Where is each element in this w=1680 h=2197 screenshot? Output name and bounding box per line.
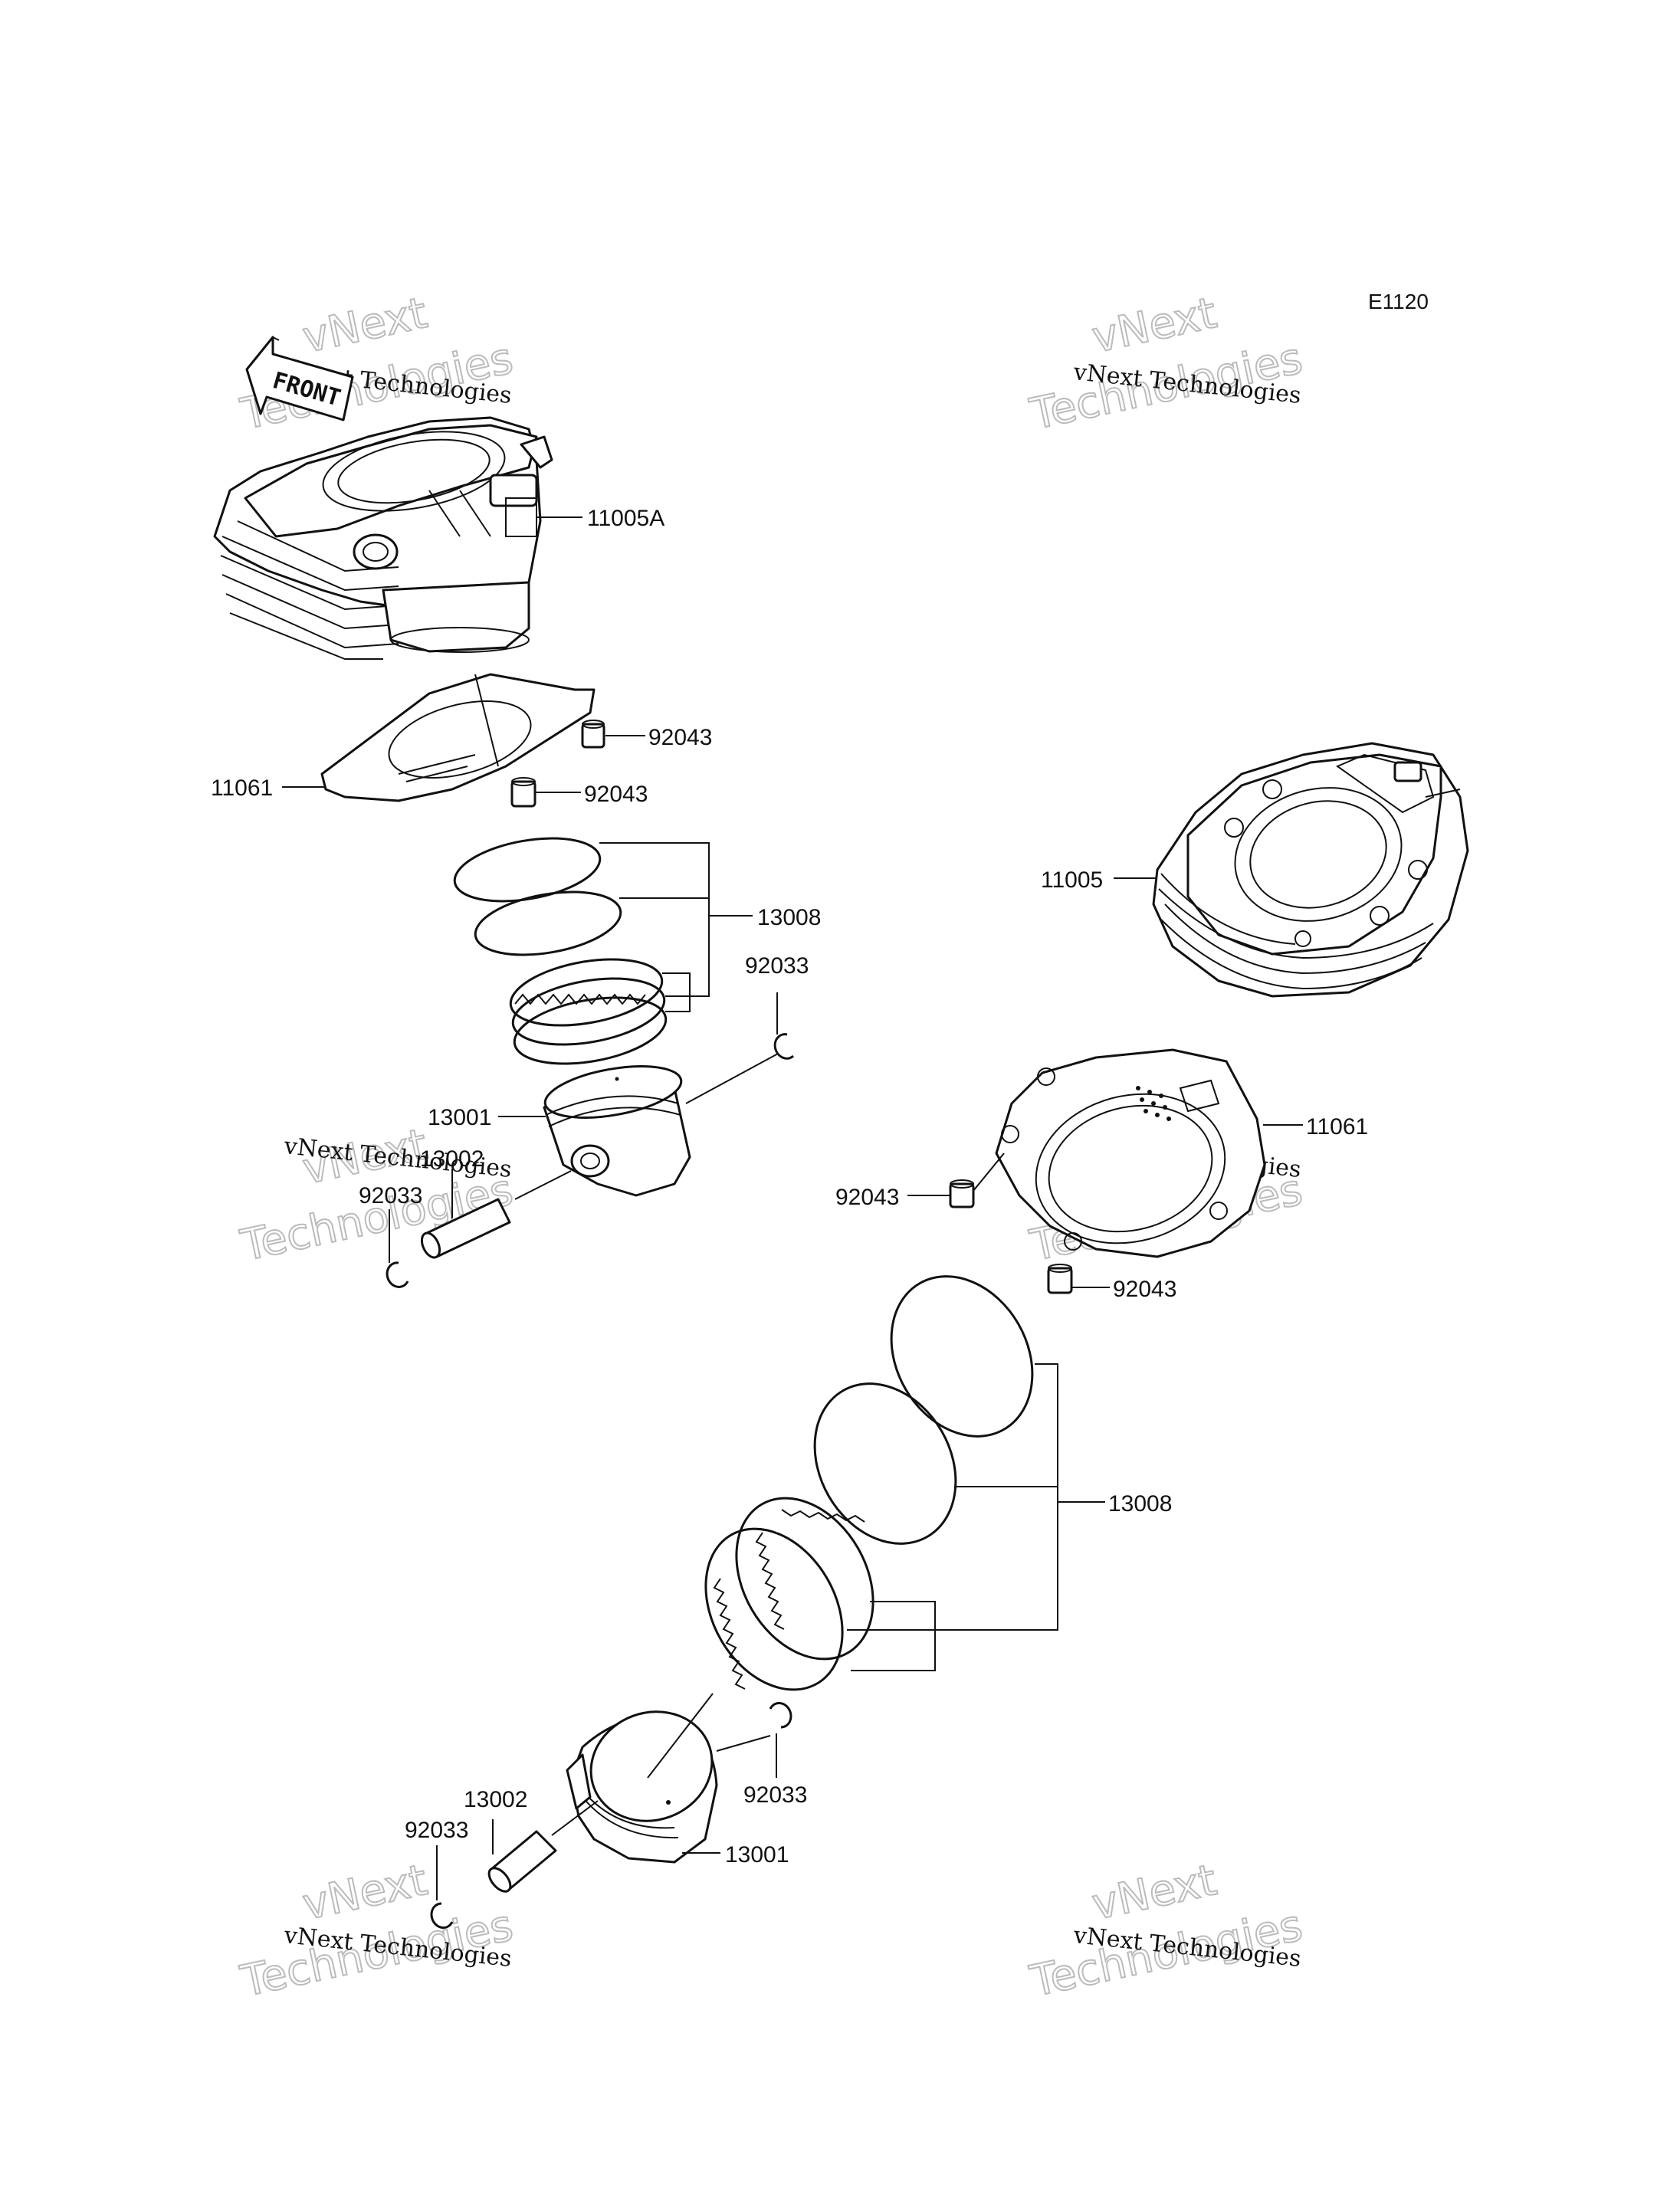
label-92033-front-a: 92033 xyxy=(743,1782,807,1808)
rear-cylinder-11005a xyxy=(213,416,553,660)
label-13002-front: 13002 xyxy=(464,1787,527,1812)
label-92033-rear-a: 92033 xyxy=(745,953,809,979)
svg-text:vNext: vNext xyxy=(1088,288,1221,363)
rear-gasket-11061 xyxy=(320,673,596,802)
rear-dowel-b xyxy=(510,777,536,808)
front-clip-92033-a xyxy=(769,1701,792,1729)
front-clip-92033-b xyxy=(430,1902,454,1930)
label-92043-rear-b: 92043 xyxy=(584,782,648,807)
rear-piston-13001 xyxy=(543,1065,691,1197)
label-92043-front-a: 92043 xyxy=(835,1185,899,1210)
front-arrow-icon: FRONT xyxy=(245,336,354,421)
rear-clip-92033-a xyxy=(773,1033,795,1060)
rear-dowel-a xyxy=(581,720,605,749)
label-92033-rear-b: 92033 xyxy=(359,1183,422,1208)
label-11061-rear: 11061 xyxy=(211,776,273,801)
watermark-top-right: vNext Technologies vNext Technologies xyxy=(1025,287,1307,441)
label-11005a: 11005A xyxy=(587,506,664,531)
diagram-code: E1120 xyxy=(1368,290,1429,313)
front-dowel-b xyxy=(1047,1264,1073,1294)
front-pin-13002 xyxy=(487,1830,557,1893)
label-13002-rear: 13002 xyxy=(420,1146,484,1172)
label-11005-front: 11005 xyxy=(1041,867,1103,893)
front-piston-rings-13008 xyxy=(704,1275,1034,1691)
label-92033-front-b: 92033 xyxy=(405,1818,468,1843)
label-13008-front: 13008 xyxy=(1108,1491,1172,1517)
label-11061-front: 11061 xyxy=(1306,1114,1368,1139)
label-13001-front: 13001 xyxy=(725,1842,789,1867)
front-cylinder-11005 xyxy=(1152,742,1469,998)
label-92043-rear-a: 92043 xyxy=(648,725,712,750)
svg-text:vNext: vNext xyxy=(298,1855,431,1930)
svg-text:vNext: vNext xyxy=(1088,1855,1221,1930)
label-92043-front-b: 92043 xyxy=(1113,1277,1176,1302)
watermark-bottom-left: vNext Technologies vNext Technologies xyxy=(235,1854,517,2008)
label-13008-rear: 13008 xyxy=(757,905,821,930)
front-dowel-a xyxy=(949,1179,975,1208)
rear-piston-rings-13008 xyxy=(453,837,668,1065)
rear-pin-13002 xyxy=(420,1198,511,1259)
front-gasket-11061 xyxy=(995,1048,1266,1258)
front-piston-13001 xyxy=(566,1693,718,1864)
label-13001-rear: 13001 xyxy=(428,1105,491,1130)
rear-clip-92033-b xyxy=(386,1261,409,1288)
svg-text:vNext: vNext xyxy=(298,288,431,363)
watermark-bottom-right: vNext Technologies vNext Technologies xyxy=(1025,1854,1307,2008)
